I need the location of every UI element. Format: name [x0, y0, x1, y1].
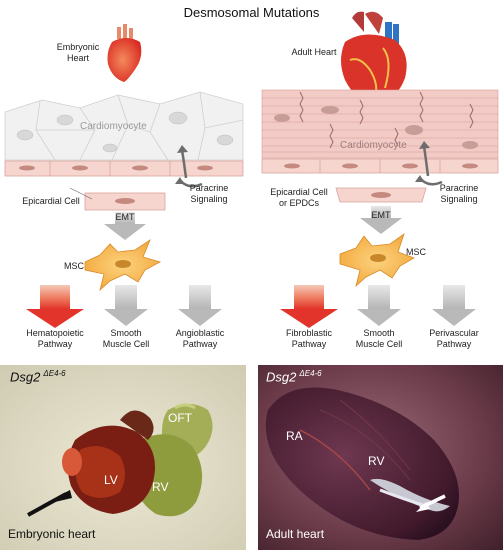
pathway-arrow-fibroblastic	[280, 285, 338, 328]
emt-arrow-right	[360, 206, 402, 234]
msc-label-left: MSC	[64, 261, 84, 271]
epicardial-epdcs-label: Epicardial Cell or EPDCs	[270, 187, 328, 208]
embryonic-heart-label: Embryonic Heart	[56, 42, 100, 63]
diagram-title: Desmosomal Mutations	[183, 5, 320, 20]
rv-label-embryo: RV	[152, 480, 169, 494]
angioblastic-pathway-label: Angioblastic Pathway	[175, 328, 225, 349]
fibroblastic-pathway-label: Fibroblastic Pathway	[285, 328, 332, 349]
epicardial-cell-label: Epicardial Cell	[22, 196, 80, 206]
pathway-arrow-perivascular	[432, 285, 476, 326]
embryonic-heart-icon	[107, 24, 142, 82]
smooth-muscle-label-left: Smooth Muscle Cell	[102, 328, 150, 349]
paracrine-signaling-label-left: Paracrine Signaling	[189, 183, 229, 204]
perivascular-pathway-label: Perivascular Pathway	[429, 328, 479, 349]
msc-label-right: MSC	[406, 247, 426, 257]
embryonic-heart-caption: Embryonic heart	[8, 527, 96, 541]
emt-arrow-left	[104, 212, 146, 240]
smooth-muscle-label-right: Smooth Muscle Cell	[355, 328, 403, 349]
lv-label: LV	[104, 473, 118, 487]
embryonic-cardiomyocyte-label: Cardiomyocyte	[80, 121, 147, 132]
pathway-arrow-angioblastic	[178, 285, 222, 326]
embryonic-heart-photo	[0, 365, 246, 550]
adult-cardiomyocyte-label: Cardiomyocyte	[340, 140, 407, 151]
pathway-arrow-smooth-muscle-left	[104, 285, 148, 326]
adult-heart-photo	[258, 365, 503, 550]
oft-label: OFT	[168, 411, 192, 425]
embryonic-cardiomyocyte-layer	[4, 91, 244, 211]
emt-label-right: EMT	[371, 210, 391, 220]
ra-label: RA	[286, 429, 303, 443]
paracrine-signaling-label-right: Paracrine Signaling	[439, 183, 479, 204]
rv-label-adult: RV	[368, 454, 385, 468]
msc-cell-right	[339, 232, 415, 288]
emt-label-left: EMT	[115, 212, 135, 222]
hematopoietic-pathway-label: Hematopoietic Pathway	[26, 328, 84, 349]
adult-cardiomyocyte-layer	[261, 89, 499, 203]
msc-cell-left	[84, 238, 162, 292]
pathway-arrow-smooth-muscle-right	[357, 285, 401, 326]
adult-heart-label: Adult Heart	[291, 47, 337, 57]
adult-heart-icon	[341, 11, 407, 106]
pathway-arrow-hematopoietic	[26, 285, 84, 328]
adult-heart-caption: Adult heart	[266, 527, 325, 541]
